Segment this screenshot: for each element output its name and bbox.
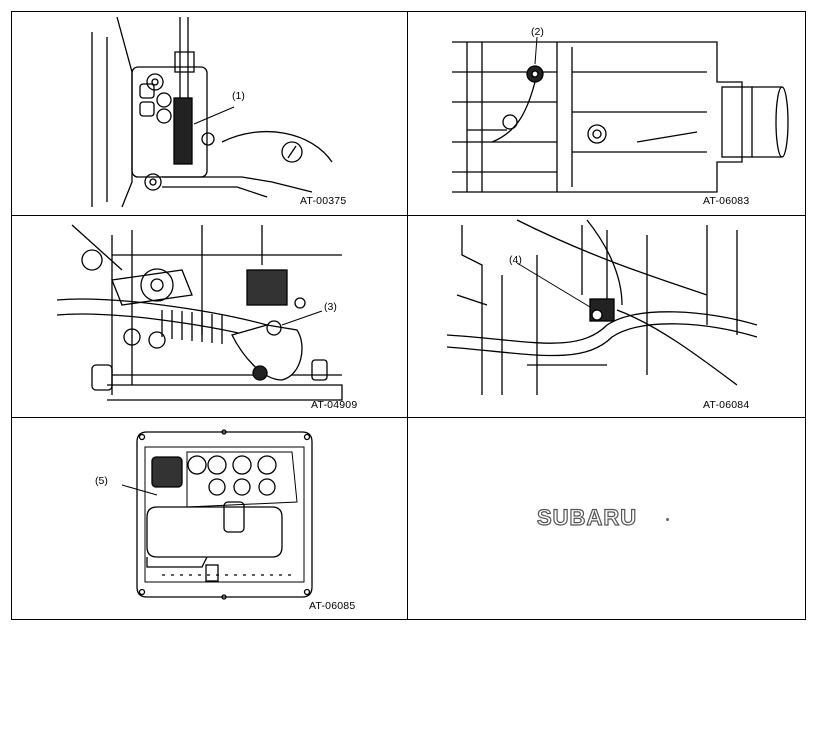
grid-divider-row1 <box>12 215 805 216</box>
figure-panel-1: (1) AT-00375 <box>12 12 406 214</box>
callout-label: (3) <box>324 301 337 313</box>
figure-code: AT-06085 <box>309 600 356 612</box>
figure-code: AT-04909 <box>311 399 358 411</box>
figure-code: AT-06083 <box>703 195 750 207</box>
callout-label: (5) <box>95 475 108 487</box>
subaru-logo: SUBARU <box>536 504 638 530</box>
figure-panel-2: (2) AT-06083 <box>407 12 805 214</box>
callout-label: (1) <box>232 90 245 102</box>
callout-label: (4) <box>509 254 522 266</box>
grid-divider-row2 <box>12 417 805 418</box>
figure-panel-5: (5) AT-06085 <box>12 417 406 619</box>
figure-grid <box>11 11 806 620</box>
transmission-illustration-1 <box>91 16 333 208</box>
transmission-illustration-2 <box>452 36 789 193</box>
figure-code: AT-00375 <box>300 195 347 207</box>
grid-divider-col <box>407 12 408 619</box>
figure-panel-4: (4) AT-06084 <box>407 215 805 416</box>
callout-label: (2) <box>531 26 544 38</box>
figure-code: AT-06084 <box>703 399 750 411</box>
transmission-illustration-3 <box>56 224 343 401</box>
logo-mark-dot <box>666 518 669 521</box>
transmission-illustration-5 <box>121 429 313 600</box>
figure-panel-3: (3) AT-04909 <box>12 215 406 416</box>
transmission-illustration-4 <box>446 219 758 395</box>
